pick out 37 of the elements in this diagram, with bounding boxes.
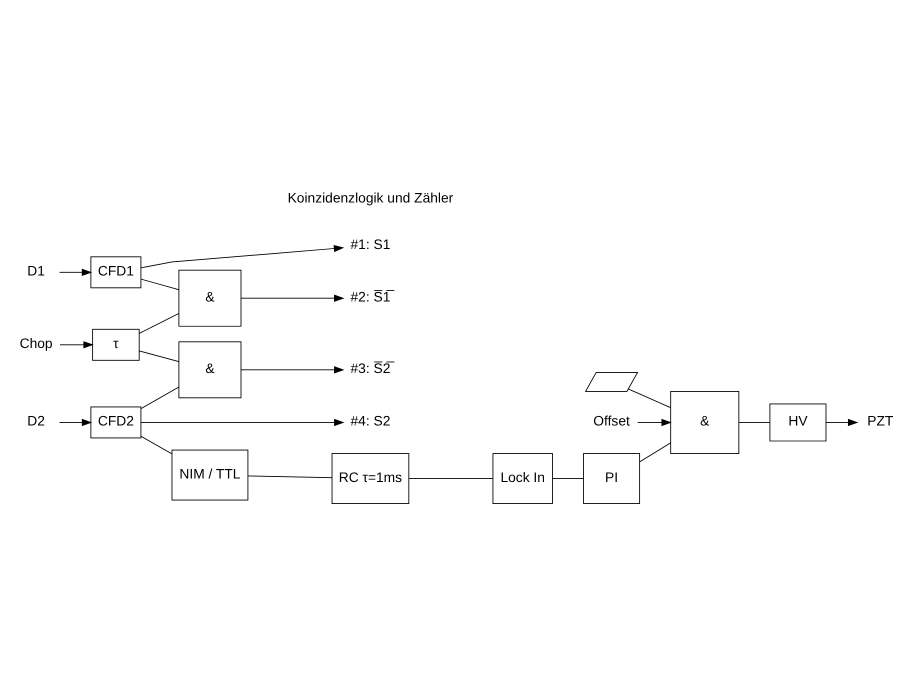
node-text: #4: S2: [350, 413, 390, 428]
arrow: [140, 418, 344, 426]
arrow: [60, 340, 94, 348]
connector: [628, 388, 671, 408]
node-picture: [584, 371, 638, 392]
node-text: PZT: [867, 413, 894, 428]
arrow: [826, 418, 858, 426]
arrow: [59, 268, 92, 276]
node-box: Lock In: [492, 452, 553, 504]
node-box: NIM / TTL: [172, 449, 248, 500]
connector: [140, 435, 172, 454]
node-text: Offset: [593, 413, 630, 428]
connector: [140, 386, 180, 409]
node-box: τ: [92, 328, 140, 360]
node-box: CFD1: [90, 256, 142, 288]
node-text: Chop: [20, 336, 53, 351]
arrow: [140, 244, 344, 268]
connector: [248, 474, 332, 478]
node-box: &: [178, 340, 242, 398]
node-text: D1: [27, 263, 45, 278]
node-box: &: [670, 390, 740, 454]
node-box: &: [178, 269, 242, 326]
node-box: RC τ=1ms: [332, 452, 410, 504]
node-text: D2: [27, 413, 45, 428]
arrow: [240, 366, 344, 373]
node-box: HV: [769, 402, 826, 441]
node-text: #1: S1: [350, 236, 390, 252]
node-box: PI: [583, 452, 640, 504]
arrow: [637, 418, 672, 426]
connector: [140, 278, 180, 290]
node-box: CFD2: [90, 406, 142, 438]
connector: [639, 442, 671, 462]
connector: [138, 350, 180, 362]
connector: [138, 312, 180, 334]
arrow: [240, 294, 344, 302]
arrow: [59, 418, 92, 426]
label: Koinzidenzlogik und Zähler: [288, 190, 454, 205]
